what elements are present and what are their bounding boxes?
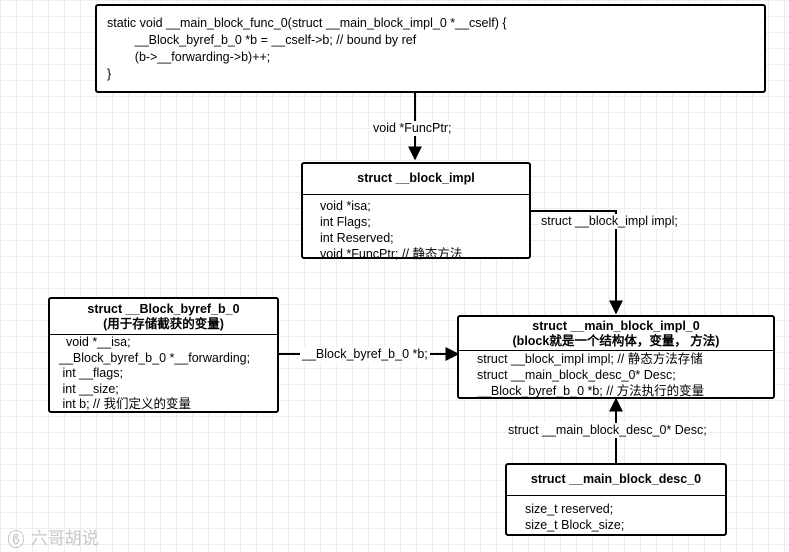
block-impl-title: struct __block_impl bbox=[303, 164, 529, 195]
desc-title: struct __main_block_desc_0 bbox=[507, 465, 725, 496]
desc-box: struct __main_block_desc_0 size_t reserv… bbox=[505, 463, 727, 536]
byref-box: struct __Block_byref_b_0 (用于存储截获的变量) voi… bbox=[48, 297, 279, 413]
code-block: static void __main_block_func_0(struct _… bbox=[95, 4, 766, 93]
main-impl-box: struct __main_block_impl_0 (block就是一个结构体… bbox=[457, 315, 775, 399]
byref-field: int __size; bbox=[59, 381, 119, 396]
byref-field: int b; // 我们定义的变量 bbox=[59, 397, 191, 411]
label-byref: __Block_byref_b_0 *b; bbox=[300, 347, 430, 362]
label-desc: struct __main_block_desc_0* Desc; bbox=[506, 423, 709, 438]
desc-field: size_t reserved; bbox=[525, 502, 614, 516]
block-impl-field: int Reserved; bbox=[320, 231, 394, 245]
byref-title: struct __Block_byref_b_0 bbox=[87, 302, 240, 316]
main-impl-field: struct __block_impl impl; // 静态方法存储 bbox=[477, 352, 703, 366]
watermark-text: 六哥胡说 bbox=[30, 529, 99, 548]
chat-bubble-icon: ϐ bbox=[8, 530, 25, 548]
byref-field: void *__isa; bbox=[59, 335, 131, 349]
watermark: ϐ 六哥胡说 bbox=[8, 524, 99, 549]
byref-field: __Block_byref_b_0 *__forwarding; bbox=[59, 350, 251, 365]
block-impl-field: void *isa; bbox=[320, 199, 371, 213]
main-impl-subtitle: (block就是一个结构体，变量， 方法) bbox=[512, 334, 720, 348]
block-impl-field: void *FuncPtr; // 静态方法 bbox=[320, 247, 463, 261]
label-impl: struct __block_impl impl; bbox=[539, 214, 680, 229]
label-funcptr: void *FuncPtr; bbox=[371, 121, 454, 136]
code-line: (b->__forwarding->b)++; bbox=[107, 50, 271, 64]
code-line: } bbox=[107, 67, 112, 81]
code-line: __Block_byref_b_0 *b = __cself->b; // bo… bbox=[107, 33, 417, 47]
byref-field: int __flags; bbox=[59, 366, 123, 380]
code-line: static void __main_block_func_0(struct _… bbox=[107, 16, 507, 30]
byref-subtitle: (用于存储截获的变量) bbox=[103, 317, 224, 331]
desc-field: size_t Block_size; bbox=[525, 518, 625, 532]
main-impl-title: struct __main_block_impl_0 bbox=[532, 319, 700, 333]
block-impl-field: int Flags; bbox=[320, 215, 371, 229]
main-impl-field: struct __main_block_desc_0* Desc; bbox=[477, 368, 676, 382]
arrow-impl bbox=[530, 210, 623, 315]
block-impl-box: struct __block_impl void *isa; int Flags… bbox=[301, 162, 531, 261]
main-impl-field: __Block_byref_b_0 *b; // 方法执行的变量 bbox=[477, 384, 705, 398]
